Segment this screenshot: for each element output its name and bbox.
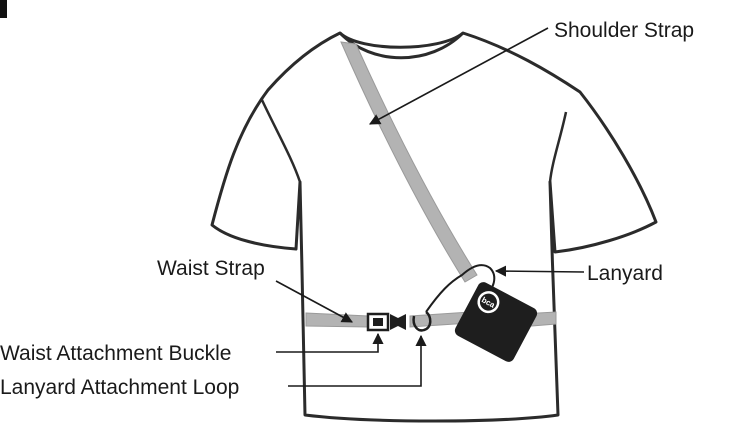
left-sleeve-seam (260, 99, 302, 183)
lanyard-attachment-loop-label: Lanyard Attachment Loop (0, 376, 239, 399)
waist-attachment-buckle-leader (276, 332, 384, 353)
shoulder-strap-leader (369, 27, 549, 125)
waist-strap-left (305, 312, 369, 328)
lanyard-label: Lanyard (587, 262, 663, 285)
waist-attachment-buckle (366, 312, 406, 332)
transceiver-device: bca (454, 282, 538, 362)
right-sleeve-seam (548, 111, 568, 183)
corner-mark (0, 0, 7, 18)
waist-strap-label: Waist Strap (157, 257, 265, 280)
lanyard-leader (494, 265, 585, 277)
lanyard-cord (425, 264, 496, 313)
shoulder-strap-label: Shoulder Strap (554, 19, 694, 42)
collar (338, 31, 465, 60)
lanyard-attachment-loop-leader (288, 334, 427, 387)
lanyard-attachment-loop (412, 310, 432, 332)
waist-strap-leader (275, 280, 353, 323)
waist-attachment-buckle-label: Waist Attachment Buckle (0, 342, 231, 365)
